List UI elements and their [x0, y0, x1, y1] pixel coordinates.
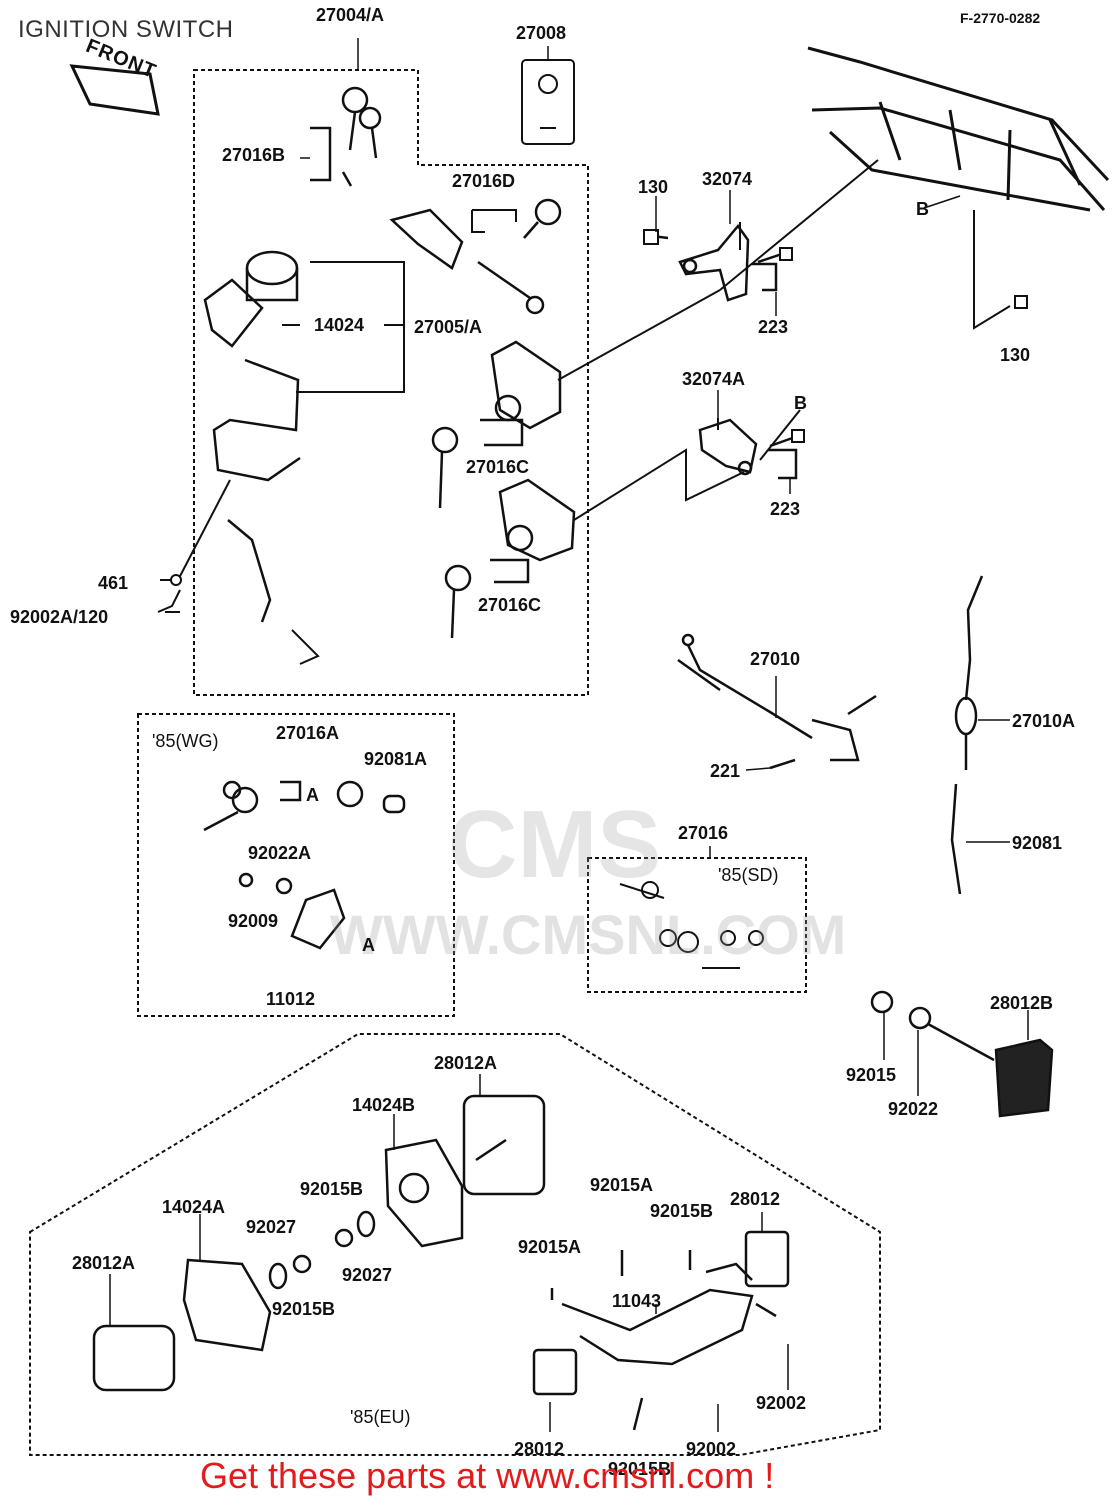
- footer-link[interactable]: Get these parts at www.cmsnl.com !: [200, 1455, 775, 1496]
- part-label-92022a[interactable]: 92022A: [248, 843, 312, 863]
- variant-label-85sd: '85(SD): [718, 865, 779, 885]
- part-label-92015b[interactable]: 92015B: [650, 1201, 714, 1221]
- part-label-92015[interactable]: 92015: [846, 1065, 897, 1085]
- part-label-11043[interactable]: 11043: [612, 1291, 662, 1311]
- helmet-lock-27016c-lower: [444, 478, 576, 639]
- housing-14024b: [384, 1138, 464, 1248]
- page-title: IGNITION SWITCH: [18, 16, 234, 43]
- variant-label-85wg: '85(WG): [152, 731, 219, 751]
- part-label-92027[interactable]: 92027: [342, 1265, 393, 1285]
- cable-27010a: [950, 575, 984, 895]
- part-label-92002[interactable]: 92002: [756, 1393, 807, 1413]
- part-label-27005a[interactable]: 27005/A: [414, 317, 483, 337]
- part-label-28012[interactable]: 28012: [514, 1439, 565, 1459]
- part-label-92081[interactable]: 92081: [1012, 833, 1063, 853]
- part-label-92015b[interactable]: 92015B: [272, 1299, 336, 1319]
- group-box-ignition: [193, 69, 589, 696]
- part-label-14024[interactable]: 14024: [314, 315, 365, 335]
- part-label-28012b[interactable]: 28012B: [990, 993, 1054, 1013]
- part-label-92081a[interactable]: 92081A: [364, 749, 428, 769]
- part-label-27016a[interactable]: 27016A: [276, 723, 340, 743]
- part-label-27010[interactable]: 27010: [750, 649, 801, 669]
- frame-section: [807, 46, 1110, 212]
- part-label-92009[interactable]: 92009: [228, 911, 279, 931]
- part-label-a[interactable]: A: [362, 935, 375, 955]
- part-label-27016c[interactable]: 27016C: [466, 457, 530, 477]
- part-label-11012[interactable]: 11012: [266, 989, 316, 1009]
- part-label-32074[interactable]: 32074: [702, 169, 753, 189]
- diagram-ref-code: F-2770-0282: [960, 10, 1041, 26]
- part-label-92027[interactable]: 92027: [246, 1217, 297, 1237]
- part-label-92015a[interactable]: 92015A: [518, 1237, 582, 1257]
- part-label-27016[interactable]: 27016: [678, 823, 729, 843]
- reflector-28012a-upper: [462, 1094, 546, 1196]
- part-label-27008[interactable]: 27008: [516, 23, 567, 43]
- part-label-461[interactable]: 461: [98, 573, 129, 593]
- part-label-92015a[interactable]: 92015A: [590, 1175, 654, 1195]
- part-label-130[interactable]: 130: [1000, 345, 1031, 365]
- bracket-32074: [651, 223, 783, 302]
- part-label-27010a[interactable]: 27010A: [1012, 711, 1076, 731]
- group-box-85sd: [587, 857, 807, 993]
- part-label-27016b[interactable]: 27016B: [222, 145, 286, 165]
- part-label-92015b[interactable]: 92015B: [608, 1459, 672, 1479]
- part-label-b[interactable]: B: [794, 393, 807, 413]
- group-box-85wg: [137, 713, 455, 1017]
- part-label-223[interactable]: 223: [758, 317, 789, 337]
- watermark-url: WWW.CMSNL.COM: [330, 903, 847, 966]
- helmet-lock-27016c-upper: [431, 340, 562, 509]
- cable-27010: [677, 633, 877, 770]
- screw-92002a-icon: [157, 574, 320, 665]
- leader-lines: [109, 38, 1029, 1432]
- keys-27004a: [310, 86, 382, 187]
- key-tag-27008: [521, 59, 575, 145]
- part-label-28012[interactable]: 28012: [730, 1189, 781, 1209]
- part-label-92002[interactable]: 92002: [686, 1439, 737, 1459]
- part-label-130[interactable]: 130: [638, 177, 669, 197]
- reflector-28012a-lower: [92, 1324, 176, 1392]
- seat-lock-27016d: [389, 198, 562, 315]
- part-label-221[interactable]: 221: [710, 761, 741, 781]
- part-label-32074a[interactable]: 32074A: [682, 369, 746, 389]
- variant-label-85eu: '85(EU): [350, 1407, 411, 1427]
- front-arrow-icon: [69, 64, 160, 116]
- part-label-27016d[interactable]: 27016D: [452, 171, 516, 191]
- part-label-92022[interactable]: 92022: [888, 1099, 939, 1119]
- bulbs-92027: [268, 1210, 376, 1290]
- part-label-14024b[interactable]: 14024B: [352, 1095, 416, 1115]
- ignition-body-14024: [203, 250, 301, 623]
- part-label-28012a[interactable]: 28012A: [434, 1053, 498, 1073]
- part-label-223[interactable]: 223: [770, 499, 801, 519]
- keys-27016a: [203, 780, 406, 950]
- part-label-14024a[interactable]: 14024A: [162, 1197, 226, 1217]
- bracket-32074a: [698, 418, 799, 480]
- watermark-logo: CMS: [448, 791, 662, 898]
- part-label-92015b[interactable]: 92015B: [300, 1179, 364, 1199]
- parts-85sd: [619, 881, 764, 969]
- part-label-92002a-120[interactable]: 92002A/120: [10, 607, 109, 627]
- part-label-b[interactable]: B: [916, 199, 929, 219]
- part-label-a[interactable]: A: [306, 785, 319, 805]
- bracket-11043: [532, 1230, 790, 1431]
- housing-14024a: [182, 1258, 272, 1352]
- group-box-85eu: [29, 1033, 881, 1456]
- screw-130-icon: [643, 229, 1028, 443]
- reflector-28012b: [870, 990, 1054, 1118]
- part-label-27016c[interactable]: 27016C: [478, 595, 542, 615]
- part-label-28012a[interactable]: 28012A: [72, 1253, 136, 1273]
- part-label-27004a[interactable]: 27004/A: [316, 5, 385, 25]
